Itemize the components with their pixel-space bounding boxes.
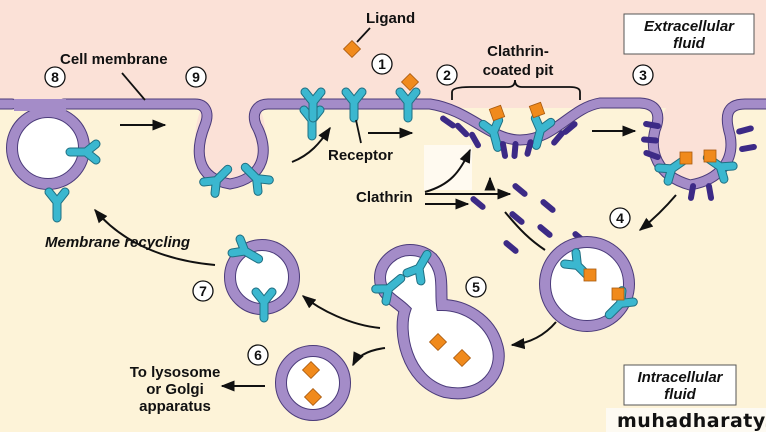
vesicle-5 <box>376 243 505 400</box>
svg-text:6: 6 <box>254 347 262 363</box>
arrow-5-to-6 <box>352 347 386 367</box>
label-cell-membrane: Cell membrane <box>60 51 168 68</box>
clathrin-release-curve <box>504 211 546 251</box>
watermark: muhadharaty.com <box>617 410 766 432</box>
label-to-lysosome-line1: To lysosome <box>130 364 221 381</box>
svg-text:fluid: fluid <box>673 35 705 52</box>
label-clathrin: Clathrin <box>356 189 413 206</box>
step-4: 4 <box>609 207 631 229</box>
svg-text:4: 4 <box>616 210 624 226</box>
label-clathrin-coated-pit-line2: coated pit <box>483 62 554 79</box>
svg-text:3: 3 <box>639 67 647 83</box>
arrow-4-to-5 <box>510 321 557 350</box>
svg-text:fluid: fluid <box>664 386 696 403</box>
arrow-9-to-1 <box>291 126 331 163</box>
step-9: 9 <box>185 66 207 88</box>
arrow-clathrin-1 <box>424 148 471 193</box>
label-receptor: Receptor <box>328 147 393 164</box>
step-8: 8 <box>44 66 66 88</box>
coated-pit-brace <box>451 79 581 100</box>
step-2: 2 <box>436 64 458 86</box>
step-1: 1 <box>371 53 393 75</box>
extracellular-fluid-box: Extracellular fluid <box>623 13 755 55</box>
vesicle-8 <box>6 99 96 218</box>
watermark-backdrop <box>606 408 766 432</box>
intracellular-fluid-box: Intracellular fluid <box>623 364 737 406</box>
vesicle-6 <box>275 345 351 421</box>
step-7: 7 <box>192 280 214 302</box>
arrow-5-to-7 <box>301 295 381 329</box>
label-to-lysosome-line2: or Golgi <box>146 381 204 398</box>
label-membrane-recycling: Membrane recycling <box>45 234 190 251</box>
svg-text:2: 2 <box>443 67 451 83</box>
svg-text:1: 1 <box>378 56 386 72</box>
vesicle-4 <box>539 236 633 332</box>
label-backdrop <box>424 145 472 190</box>
svg-text:Extracellular: Extracellular <box>644 18 735 35</box>
arrow-3-to-4 <box>638 194 677 231</box>
label-clathrin-coated-pit-line1: Clathrin- <box>487 43 549 60</box>
svg-text:8: 8 <box>51 69 59 85</box>
svg-text:5: 5 <box>472 279 480 295</box>
label-to-lysosome-line3: apparatus <box>139 398 211 415</box>
process-arrows <box>94 119 677 392</box>
label-ligand: Ligand <box>366 10 415 27</box>
step-markers: 1 2 3 4 5 6 7 8 9 <box>44 53 654 366</box>
leader-lines <box>121 27 581 144</box>
step-5: 5 <box>465 276 487 298</box>
vesicle-7 <box>224 239 300 318</box>
surface-receptor-with-ligand <box>400 73 418 118</box>
svg-text:7: 7 <box>199 283 207 299</box>
svg-text:Intracellular: Intracellular <box>637 369 723 386</box>
step-6: 6 <box>247 344 269 366</box>
svg-text:9: 9 <box>192 69 200 85</box>
cell-membrane <box>0 97 766 191</box>
arrow-7-to-8 <box>94 208 216 266</box>
step-3: 3 <box>632 64 654 86</box>
